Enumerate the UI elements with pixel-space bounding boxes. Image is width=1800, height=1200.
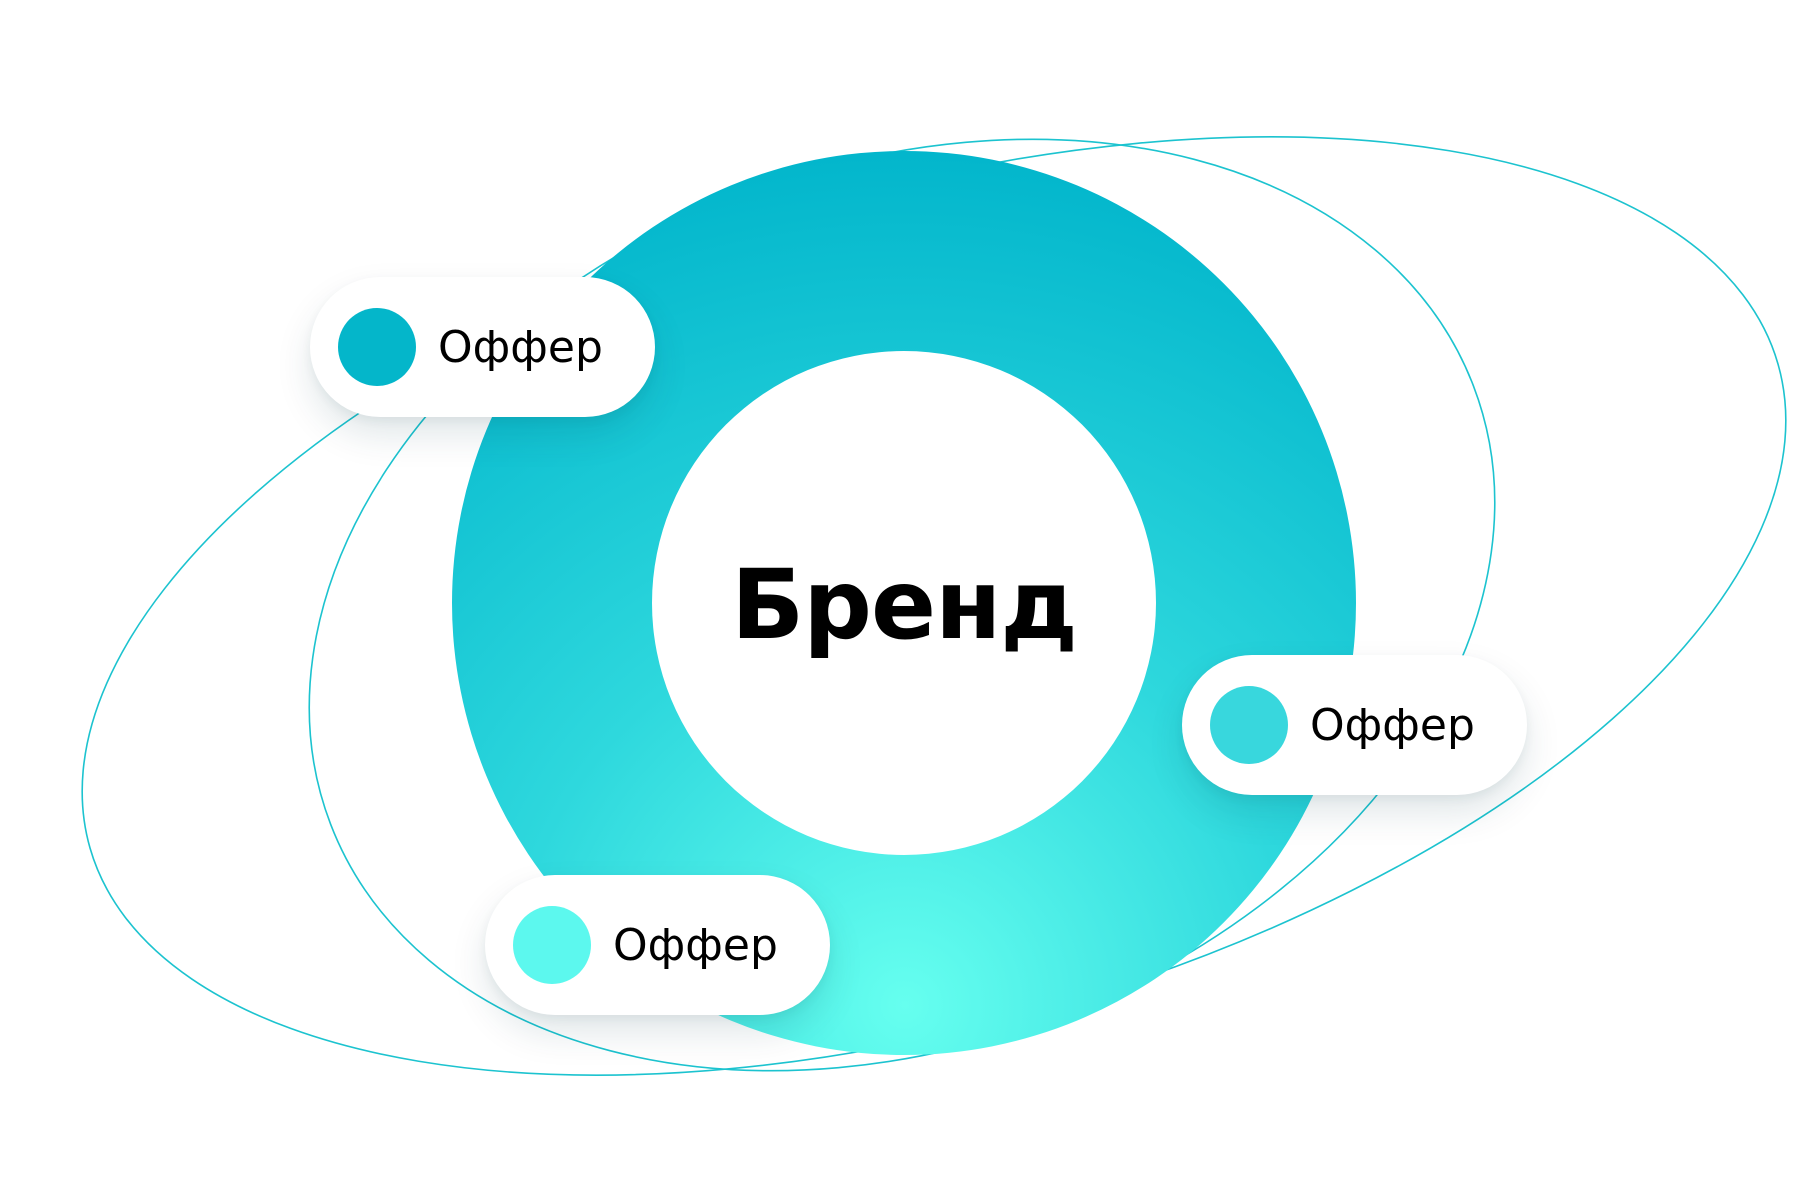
- offer-dot: [1210, 686, 1288, 764]
- offer-label: Оффер: [613, 919, 778, 971]
- offer-pill: Оффер: [1182, 655, 1527, 795]
- offer-dot: [513, 906, 591, 984]
- offer-dot: [338, 308, 416, 386]
- brand-ring: [452, 151, 1356, 1055]
- brand-label: Бренд: [731, 549, 1078, 661]
- offer-pill: Оффер: [310, 277, 655, 417]
- offer-pill: Оффер: [485, 875, 830, 1015]
- offer-label: Оффер: [1310, 699, 1475, 751]
- offer-label: Оффер: [438, 321, 603, 373]
